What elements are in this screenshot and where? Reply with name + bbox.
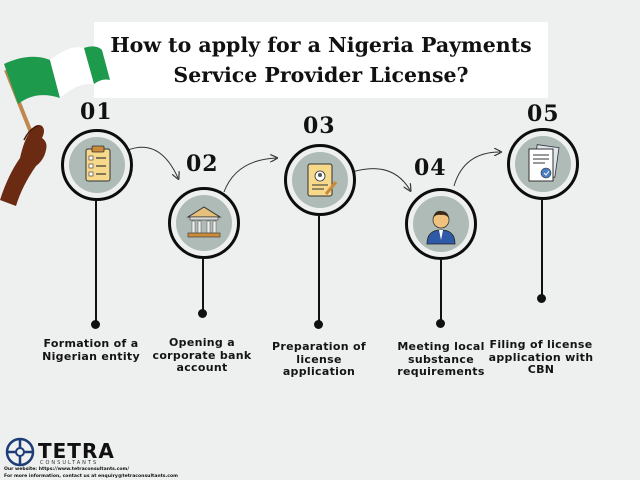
arrow-03-04 (351, 168, 410, 190)
step-label: Filing of license application with CBN (488, 338, 594, 376)
step-label: Preparation of license application (272, 340, 366, 378)
title-box: How to apply for a Nigeria Payments Serv… (94, 22, 548, 98)
step-label: Opening a corporate bank account (152, 336, 252, 374)
step-label: Meeting local substance requirements (397, 340, 485, 378)
step-dot (436, 319, 445, 328)
step-circle (168, 187, 240, 259)
bank-icon (186, 206, 222, 238)
logo-name: TETRA (38, 439, 115, 463)
footer-website: Our website: https://www.tetraconsultant… (4, 467, 129, 472)
step-circle (61, 129, 133, 201)
step-number: 03 (303, 113, 336, 139)
document-icon (528, 144, 560, 182)
title-line-1: How to apply for a Nigeria Payments (110, 33, 532, 57)
step-circle (284, 144, 356, 216)
page-title: How to apply for a Nigeria Payments Serv… (94, 30, 548, 90)
step-number: 04 (414, 155, 447, 181)
arrow-02-03 (223, 158, 276, 193)
step-number: 02 (186, 151, 219, 177)
step-dot (198, 309, 207, 318)
step-dot (537, 294, 546, 303)
step-dot (314, 320, 323, 329)
logo-subtitle: CONSULTANTS (40, 460, 99, 466)
businessman-icon (426, 210, 456, 245)
step-circle (507, 128, 579, 200)
step-circle (405, 188, 477, 260)
step-label: Formation of a Nigerian entity (42, 337, 140, 363)
step-number: 01 (80, 99, 113, 125)
title-line-2: Service Provider License? (173, 63, 469, 87)
arrow-04-05 (453, 152, 500, 187)
footer-contact: For more information, contact us at enqu… (4, 474, 178, 479)
step-dot (91, 320, 100, 329)
nigeria-flag-icon (0, 46, 110, 206)
tetra-logo-icon (5, 437, 35, 467)
checklist-icon (85, 145, 111, 182)
arrow-01-02 (127, 146, 178, 178)
step-number: 05 (527, 101, 560, 127)
application-form-icon (307, 163, 338, 197)
